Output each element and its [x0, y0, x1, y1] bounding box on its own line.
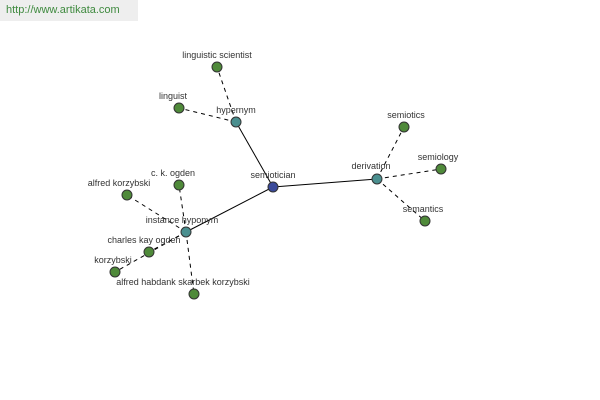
node-label-charles-kay-ogden: charles kay ogden: [107, 235, 180, 245]
node-semantics[interactable]: semantics: [403, 204, 444, 227]
node-dot-semantics[interactable]: [419, 215, 431, 227]
edge-instance-hyponym-to-alfred-korzybski: [126, 194, 187, 233]
graph-edges: [114, 66, 442, 295]
node-label-alfred-habdank: alfred habdank skarbek korzybski: [116, 277, 250, 287]
node-label-linguistic-scientist: linguistic scientist: [182, 50, 252, 60]
node-label-semiotician: semiotician: [250, 170, 295, 180]
node-derivation[interactable]: derivation: [351, 161, 391, 185]
node-semiotics[interactable]: semiotics: [387, 110, 425, 133]
node-charles-kay-ogden[interactable]: charles kay ogden: [107, 235, 181, 258]
node-korzybski[interactable]: korzybski: [94, 255, 132, 278]
node-dot-semiology[interactable]: [435, 163, 447, 175]
node-label-semiology: semiology: [418, 152, 459, 162]
edge-derivation-to-semiotics: [376, 126, 405, 180]
node-dot-charles-kay-ogden[interactable]: [143, 246, 155, 258]
node-label-alfred-korzybski: alfred korzybski: [88, 178, 151, 188]
node-alfred-korzybski[interactable]: alfred korzybski: [88, 178, 151, 201]
graph-nodes: semiotician hypernym derivation instance hy…: [88, 50, 459, 300]
node-dot-semiotics[interactable]: [398, 121, 410, 133]
node-dot-linguist[interactable]: [173, 102, 185, 114]
node-instance-hyponym[interactable]: instance hyponym: [146, 215, 219, 238]
edge-derivation-to-semantics: [376, 178, 426, 222]
node-dot-alfred-habdank[interactable]: [188, 288, 200, 300]
node-label-semantics: semantics: [403, 204, 444, 214]
node-dot-ck-ogden[interactable]: [173, 179, 185, 191]
edge-semiotician-to-hypernym: [235, 121, 274, 188]
node-dot-derivation[interactable]: [371, 173, 383, 185]
node-label-semiotics: semiotics: [387, 110, 425, 120]
edge-instance-hyponym-to-alfred-habdank: [185, 231, 195, 295]
node-dot-hypernym[interactable]: [230, 116, 242, 128]
edge-derivation-to-semiology: [376, 168, 442, 180]
node-dot-alfred-korzybski[interactable]: [121, 189, 133, 201]
node-alfred-habdank[interactable]: alfred habdank skarbek korzybski: [116, 277, 250, 300]
edge-hypernym-to-linguistic-scientist: [216, 66, 237, 123]
node-label-korzybski: korzybski: [94, 255, 132, 265]
node-semiotician[interactable]: semiotician: [250, 170, 296, 193]
edge-semiotician-to-instance-hyponym: [185, 186, 274, 233]
node-label-linguist: linguist: [159, 91, 188, 101]
edge-instance-hyponym-to-charles-kay-ogden: [148, 231, 187, 253]
edge-hypernym-to-linguist: [178, 107, 237, 123]
node-label-instance-hyponym: instance hyponym: [146, 215, 219, 225]
node-hypernym[interactable]: hypernym: [216, 105, 256, 128]
site-url-link[interactable]: http://www.artikata.com: [6, 4, 120, 16]
edge-semiotician-to-derivation: [272, 178, 378, 188]
node-label-ck-ogden: c. k. ogden: [151, 168, 195, 178]
node-semiology[interactable]: semiology: [418, 152, 459, 175]
node-dot-korzybski[interactable]: [109, 266, 121, 278]
node-dot-instance-hyponym[interactable]: [180, 226, 192, 238]
node-label-derivation: derivation: [351, 161, 390, 171]
node-dot-linguistic-scientist[interactable]: [211, 61, 223, 73]
node-linguistic-scientist[interactable]: linguistic scientist: [182, 50, 252, 73]
node-linguist[interactable]: linguist: [159, 91, 188, 114]
node-label-hypernym: hypernym: [216, 105, 256, 115]
node-ck-ogden[interactable]: c. k. ogden: [151, 168, 195, 191]
node-dot-semiotician[interactable]: [267, 181, 279, 193]
site-banner: http://www.artikata.com: [0, 0, 138, 21]
